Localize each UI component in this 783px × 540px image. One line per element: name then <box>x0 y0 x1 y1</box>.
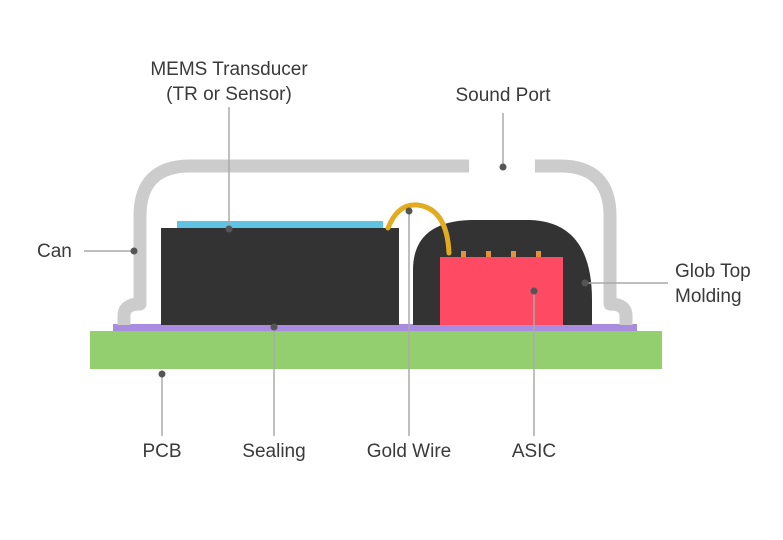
can-left <box>117 159 469 325</box>
label-can: Can <box>37 241 72 262</box>
label-mems-line2: (TR or Sensor) <box>166 84 292 105</box>
label-glob-top-line2: Molding <box>675 286 742 307</box>
label-glob-top-line1: Glob Top <box>675 261 751 282</box>
sealing-strip <box>113 324 637 331</box>
label-sound-port: Sound Port <box>455 85 551 106</box>
diaphragm <box>177 221 383 228</box>
gold-wire <box>385 202 452 256</box>
dot-sealing <box>270 323 278 331</box>
label-asic: ASIC <box>512 441 556 462</box>
asic-pin <box>486 251 491 257</box>
can-right <box>535 159 633 325</box>
label-mems-line1: MEMS Transducer <box>150 59 308 80</box>
dot-mems <box>225 225 233 233</box>
dot-glob-top <box>581 279 589 287</box>
dot-asic <box>530 287 538 295</box>
dot-pcb <box>158 370 166 378</box>
mems-transducer <box>161 228 399 325</box>
pcb <box>90 331 662 369</box>
asic-pin <box>461 251 466 257</box>
dot-sound-port <box>499 163 507 171</box>
asic-chip <box>440 257 563 325</box>
asic-pin <box>511 251 516 257</box>
dot-gold-wire <box>405 207 413 215</box>
label-sealing: Sealing <box>242 441 305 462</box>
label-pcb: PCB <box>142 441 181 462</box>
dot-can <box>130 247 138 255</box>
label-gold-wire: Gold Wire <box>367 441 451 462</box>
asic-pin <box>536 251 541 257</box>
